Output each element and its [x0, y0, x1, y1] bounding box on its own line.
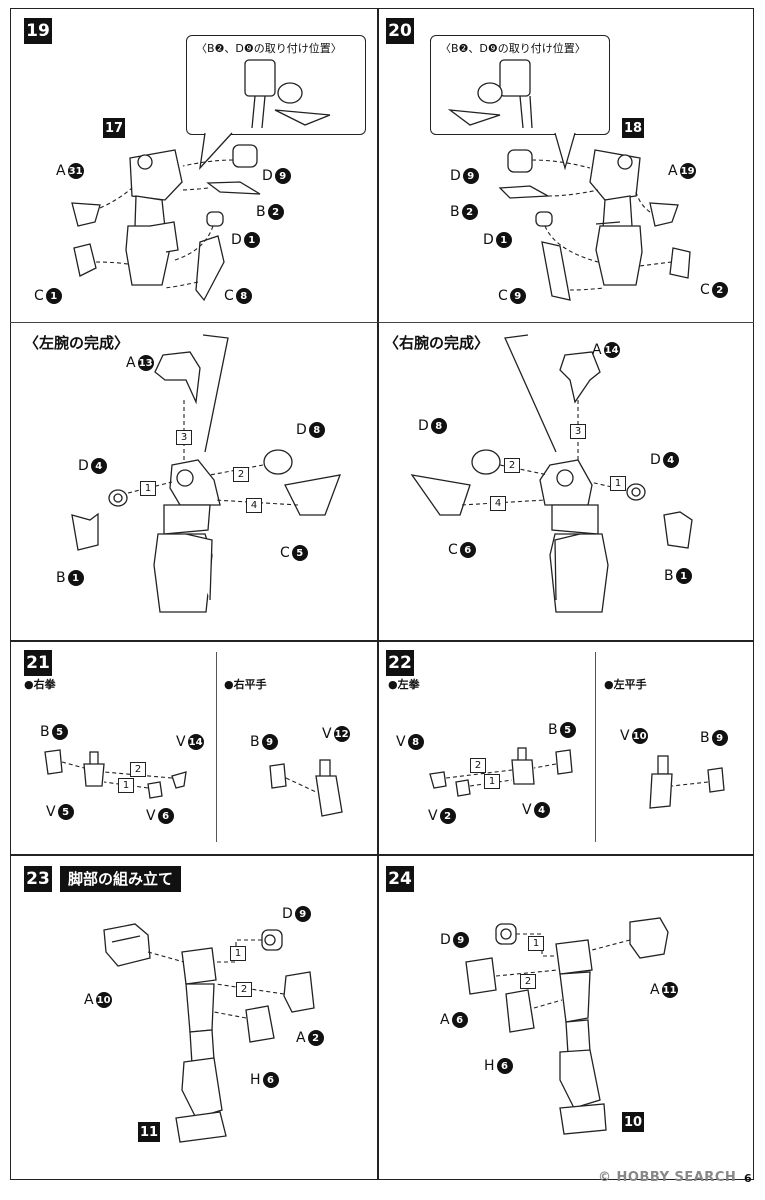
step-22-number: 22 [386, 650, 414, 676]
hobby-search-watermark: © HOBBY SEARCH [598, 1170, 737, 1185]
step-23-assembly-number: 11 [138, 1122, 160, 1142]
step-19-callout-bubble [186, 35, 366, 135]
step-20-order-3: 3 [570, 424, 586, 439]
divider-21-inner [216, 652, 217, 842]
step-19-assembly-number: 17 [103, 118, 125, 138]
step-20-number: 20 [386, 18, 414, 44]
divider-v-top [377, 8, 379, 640]
step-23-title: 脚部の組み立て [60, 866, 182, 892]
step-20-order-2: 2 [504, 458, 520, 473]
step-19-callout-label: 〈B❷、D❾の取り付け位置〉 [196, 42, 342, 55]
step-21-right-title: ●右平手 [224, 678, 267, 691]
step-20-order-4: 4 [490, 496, 506, 511]
step-22-right-title: ●左平手 [604, 678, 647, 691]
divider-v-bottom [377, 854, 379, 1180]
step-23-order-1: 1 [230, 946, 246, 961]
step-20-callout-label: 〈B❷、D❾の取り付け位置〉 [440, 42, 586, 55]
step-20-section-title: 〈右腕の完成〉 [384, 334, 490, 352]
step-21-number: 21 [24, 650, 52, 676]
instruction-page [10, 8, 754, 1180]
page-number: 6 [744, 1172, 752, 1185]
step-23-number: 23 [24, 866, 52, 892]
step-24-order-1: 1 [528, 936, 544, 951]
divider-h-1 [10, 640, 754, 642]
step-19-order-3: 3 [176, 430, 192, 445]
step-23-order-2: 2 [236, 982, 252, 997]
step-22-left-title: ●左拳 [388, 678, 420, 691]
step-19-order-2: 2 [233, 467, 249, 482]
divider-19-complete [10, 322, 377, 323]
step-21-left-title: ●右拳 [24, 678, 56, 691]
step-24-order-2: 2 [520, 974, 536, 989]
divider-20-complete [378, 322, 754, 323]
step-19-section-title: 〈左腕の完成〉 [24, 334, 130, 352]
divider-v-mid [377, 640, 379, 854]
step-20-assembly-number: 18 [622, 118, 644, 138]
divider-22-inner [595, 652, 596, 842]
step-24-assembly-number: 10 [622, 1112, 644, 1132]
divider-h-2 [10, 854, 754, 856]
step-19-order-1: 1 [140, 481, 156, 496]
step-21-order-1: 1 [118, 778, 134, 793]
step-20-order-1: 1 [610, 476, 626, 491]
step-19-order-4: 4 [246, 498, 262, 513]
step-22-order-1: 1 [484, 774, 500, 789]
step-19-number: 19 [24, 18, 52, 44]
step-22-order-2: 2 [470, 758, 486, 773]
step-24-number: 24 [386, 866, 414, 892]
step-21-order-2: 2 [130, 762, 146, 777]
